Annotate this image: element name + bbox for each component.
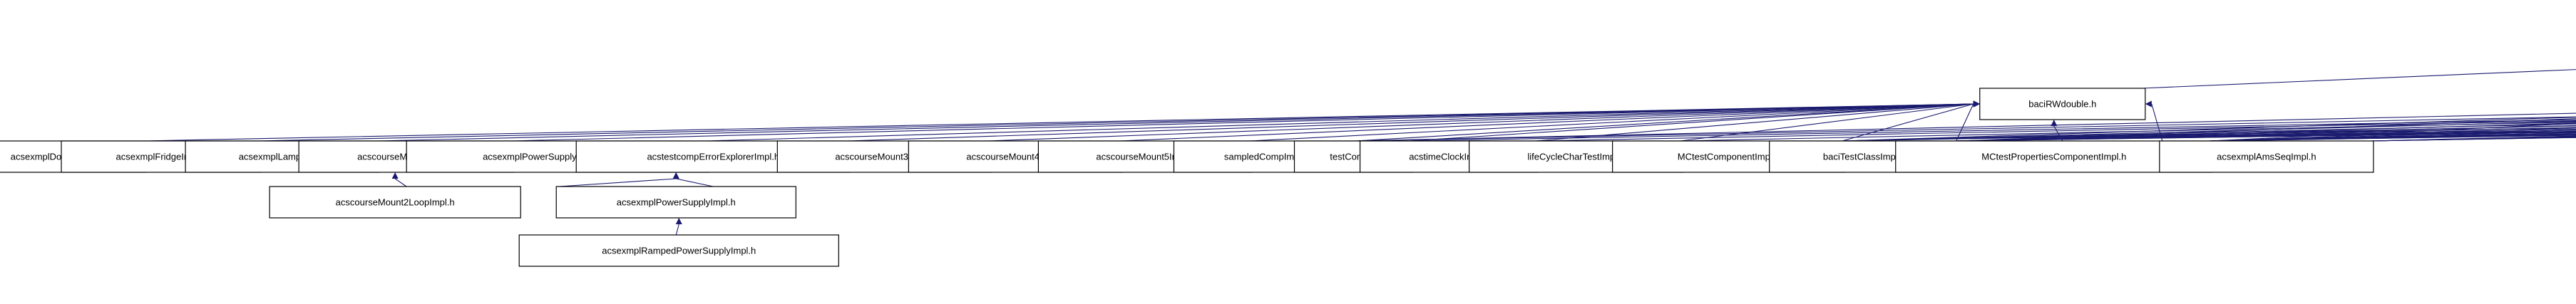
node-label: acsexmplFridgeImpl.h [116, 151, 206, 162]
node-label: lifeCycleCharTestImpl.h [1527, 151, 1625, 162]
graph-edge [1956, 130, 2576, 142]
node-label: acscourseMount5Impl.h [1096, 151, 1194, 162]
graph-edge [258, 103, 1974, 142]
graph-edge-arrowhead [672, 172, 679, 179]
node-label: baciRWdouble.h [2028, 98, 2096, 109]
graph-edge-arrowhead [391, 172, 399, 179]
graph-edge [1956, 128, 2576, 142]
graph-node-acsexmplrampedpowersupplyimpl-h[interactable]: acsexmplRampedPowerSupplyImpl.h [518, 234, 839, 267]
graph-node-acsexmplamsseqimpl-h[interactable]: acsexmplAmsSeqImpl.h [2159, 140, 2374, 173]
graph-edge [1956, 127, 2576, 142]
node-label: acsexmplAmsSeqImpl.h [2217, 151, 2316, 162]
graph-edge [1410, 103, 1974, 142]
graph-edge [1249, 103, 1974, 142]
node-label: MCtestPropertiesComponentImpl.h [1981, 151, 2126, 162]
node-box[interactable] [1979, 88, 2146, 120]
edge-layer [143, 69, 2576, 236]
node-label: acstestcompErrorExplorerImpl.h [647, 151, 779, 162]
node-label: MCtestComponentImpl.h [1678, 151, 1780, 162]
graph-edge [2209, 134, 2576, 142]
graph-edge [1356, 116, 2576, 142]
graph-node-acsexmplpowersupplyimpl-h[interactable]: acsexmplPowerSupplyImpl.h [555, 186, 796, 219]
graph-edge-arrowhead [2145, 100, 2152, 108]
graph-edge [511, 103, 1974, 142]
graph-edge [1356, 112, 2576, 142]
node-layer: baciRWcontImpl_T.hbaciRWSeqContImpl_T.hb… [0, 88, 2374, 267]
graph-edge [2142, 69, 2576, 89]
graph-edge [2209, 132, 2576, 142]
graph-edge [376, 103, 1974, 142]
node-label: acscourseMount2LoopImpl.h [336, 196, 455, 207]
graph-edge-arrowhead [2051, 120, 2058, 126]
graph-node-bacirwdouble-h[interactable]: baciRWdouble.h [1979, 88, 2146, 120]
graph-edge [675, 224, 679, 236]
graph-edge [2209, 133, 2576, 142]
graph-edge [1119, 103, 1974, 142]
node-box[interactable] [2159, 140, 2374, 173]
graph-edge [1535, 120, 2576, 142]
graph-edge [394, 178, 407, 187]
node-box[interactable] [518, 234, 839, 267]
graph-edge [1842, 121, 2576, 142]
graph-edge-arrowhead [675, 218, 682, 224]
graph-edge [988, 103, 1974, 142]
graph-edge [1410, 119, 2576, 142]
graph-node-acscoursemount2loopimpl-h[interactable]: acscourseMount2LoopImpl.h [269, 186, 521, 219]
node-label: acsexmplRampedPowerSupplyImpl.h [602, 245, 756, 256]
node-box[interactable] [555, 186, 796, 219]
graph-edge [1842, 127, 2576, 142]
node-label: acsexmplPowerSupplyImpl.h [617, 196, 736, 207]
node-label: baciTestClassImpl.h [1823, 151, 1906, 162]
graph-edge [2209, 131, 2576, 142]
graph-edge [1956, 125, 2576, 142]
graph-edge [706, 103, 1974, 142]
graph-edge [676, 178, 714, 187]
graph-edge [847, 103, 1974, 142]
graph-edge [1680, 121, 2576, 142]
graph-edge [1956, 131, 2576, 142]
graph-edge [1842, 123, 2576, 142]
graph-edge [1356, 103, 1974, 142]
graph-edge [559, 178, 677, 187]
node-box[interactable] [269, 186, 521, 219]
graph-edge [1842, 125, 2576, 142]
graph-edge [1535, 103, 1974, 142]
graph-edge-arrowhead [1973, 100, 1980, 108]
graph-edge [1956, 130, 2576, 142]
node-label: sampledCompImpl.h [1224, 151, 1309, 162]
graph-edge [143, 103, 1974, 142]
